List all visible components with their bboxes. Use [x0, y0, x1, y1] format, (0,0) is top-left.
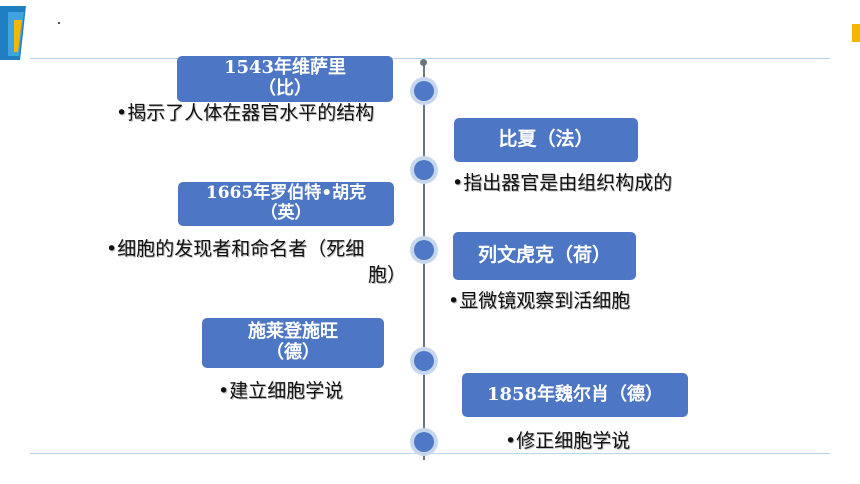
event-schleiden-schwann-title: 施莱登施旺 [248, 321, 338, 343]
event-virchow-title: 1858年魏尔肖（德） [486, 383, 664, 405]
tiny-dot-decoration [58, 22, 60, 24]
timeline-dot [414, 81, 434, 101]
event-hooke-desc: •细胞的发现者和命名者（死细 胞） [106, 236, 406, 288]
event-bichat-desc: •指出器官是由组织构成的 [452, 172, 673, 194]
event-virchow-box: 1858年魏尔肖（德） [462, 373, 688, 417]
event-leeuwenhoek-desc: •显微镜观察到活细胞 [448, 290, 631, 312]
event-leeuwenhoek-box: 列文虎克（荷） [453, 232, 636, 280]
event-vesalius-title: 1543年维萨里 [223, 57, 347, 79]
timeline-dot [414, 432, 434, 452]
event-bichat-box: 比夏（法） [454, 118, 638, 162]
timeline-dot [414, 240, 434, 260]
event-virchow-desc: •修正细胞学说 [505, 430, 631, 452]
event-vesalius-desc: •揭示了人体在器官水平的结构 [116, 102, 375, 124]
bottom-divider-line [30, 453, 830, 454]
event-vesalius-subtitle: （比） [258, 78, 312, 99]
event-vesalius-box: 1543年维萨里 （比） [177, 56, 393, 102]
timeline-axis [423, 60, 425, 460]
event-hooke-title: 1665年罗伯特•胡克 [205, 183, 367, 204]
event-leeuwenhoek-title: 列文虎克（荷） [477, 244, 611, 267]
event-hooke-box: 1665年罗伯特•胡克 （英） [178, 182, 394, 226]
corner-logo-shape [0, 6, 26, 60]
event-hooke-desc-line1: •细胞的发现者和命名者（死细 [106, 238, 365, 260]
timeline-dot [414, 160, 434, 180]
event-hooke-desc-line2: 胞） [367, 264, 406, 286]
event-schleiden-schwann-box: 施莱登施旺 （德） [202, 318, 384, 368]
timeline-dot [414, 351, 434, 371]
timeline-start-knob [420, 59, 427, 66]
event-schleiden-schwann-subtitle: （德） [266, 342, 320, 363]
event-schleiden-schwann-desc: •建立细胞学说 [218, 380, 344, 402]
top-divider-line [30, 58, 830, 59]
event-hooke-subtitle: （英） [260, 203, 312, 223]
event-bichat-title: 比夏（法） [498, 128, 594, 151]
corner-accent-mark [852, 24, 860, 42]
